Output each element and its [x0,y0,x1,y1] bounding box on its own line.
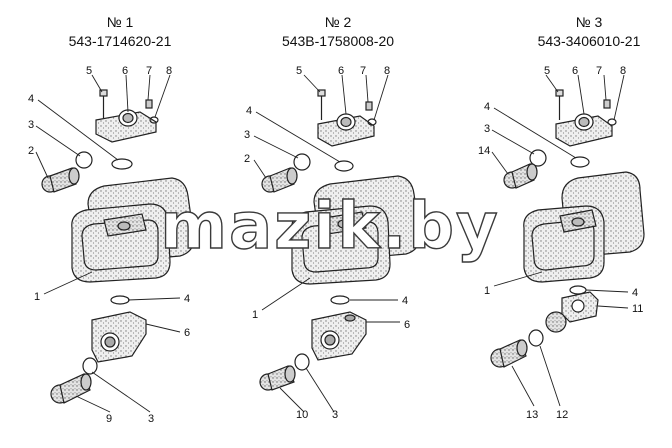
assembly-3-part-no: 543-3406010-21 [538,33,641,49]
callout-7: 7 [596,65,602,77]
bracket-6 [95,109,157,143]
o-ring-4 [334,160,354,172]
screw-7 [145,99,153,109]
callout-10: 10 [296,409,308,421]
callout-7: 7 [146,65,152,77]
callout-1: 1 [484,285,490,297]
callout-3-lower: 3 [332,409,338,421]
assembly-1-part-no: 543-1714620-21 [69,33,172,49]
callout-4: 4 [246,105,252,117]
assembly-1-drawing: 5 6 7 8 4 3 2 1 4 6 9 3 [28,65,195,425]
callout-11: 11 [632,303,643,315]
assembly-3-drawing: 5 6 7 8 4 3 14 1 4 11 13 12 [478,65,645,421]
callout-4-lower: 4 [402,295,408,307]
callout-5: 5 [86,65,92,77]
bracket-6-lower [91,311,147,363]
bracket-6 [317,113,375,147]
washer-12 [528,329,544,347]
bolt-5 [555,89,564,120]
callout-8: 8 [384,65,390,77]
assembly-2-drawing: 5 6 7 8 4 3 2 1 4 6 10 3 [244,65,421,421]
fitting-2 [41,167,80,193]
bolt-5 [99,89,108,118]
callout-4-lower: 4 [184,293,190,305]
callout-6: 6 [338,65,344,77]
watermark: mazik.by [160,190,499,264]
callout-4: 4 [28,93,34,105]
callout-3-lower: 3 [148,413,154,425]
callout-12: 12 [556,409,568,421]
callout-2: 2 [28,145,34,157]
bracket-6-lower [311,311,367,361]
washer-3 [529,149,547,167]
screw-7 [365,101,373,111]
callout-6-lower: 6 [404,319,410,331]
body-1 [291,175,421,285]
o-ring-4-lower [330,295,350,305]
body-1 [523,171,645,283]
bolt-5 [317,89,326,120]
o-ring-4-lower [110,295,130,305]
assembly-2-number: № 2 [325,14,352,30]
o-ring-4 [111,158,133,170]
screw-7 [603,99,611,109]
callout-8: 8 [166,65,172,77]
assembly-2-part-no: 543В-1758008-20 [282,33,394,49]
fitting-13 [490,339,528,368]
callout-6: 6 [572,65,578,77]
fitting-2 [261,167,298,193]
callout-7: 7 [360,65,366,77]
washer-3 [293,153,311,171]
washer-3-lower [82,357,98,375]
flange-11 [545,291,599,333]
callout-9: 9 [106,413,112,425]
o-ring-4 [570,156,590,168]
callout-14: 14 [478,145,490,157]
washer-8 [149,116,159,124]
callout-3: 3 [244,129,250,141]
callout-1: 1 [252,309,258,321]
washer-3-lower [294,353,310,371]
callout-4-lower: 4 [632,287,638,299]
callout-4: 4 [484,101,490,113]
fitting-9 [50,373,92,404]
callout-5: 5 [544,65,550,77]
callout-3: 3 [484,123,490,135]
washer-8 [607,118,617,126]
callout-6: 6 [122,65,128,77]
callout-6-lower: 6 [184,327,190,339]
fitting-10 [259,365,296,391]
bracket-6 [555,113,613,147]
washer-3 [75,151,93,169]
callout-2: 2 [244,153,250,165]
callout-5: 5 [296,65,302,77]
callout-8: 8 [620,65,626,77]
assembly-1-number: № 1 [107,14,134,30]
assembly-3-number: № 3 [576,14,603,30]
callout-3: 3 [28,119,34,131]
washer-8 [367,118,377,126]
body-1 [71,177,195,283]
fitting-14 [503,163,538,189]
callout-1: 1 [34,291,40,303]
callout-13: 13 [526,409,538,421]
